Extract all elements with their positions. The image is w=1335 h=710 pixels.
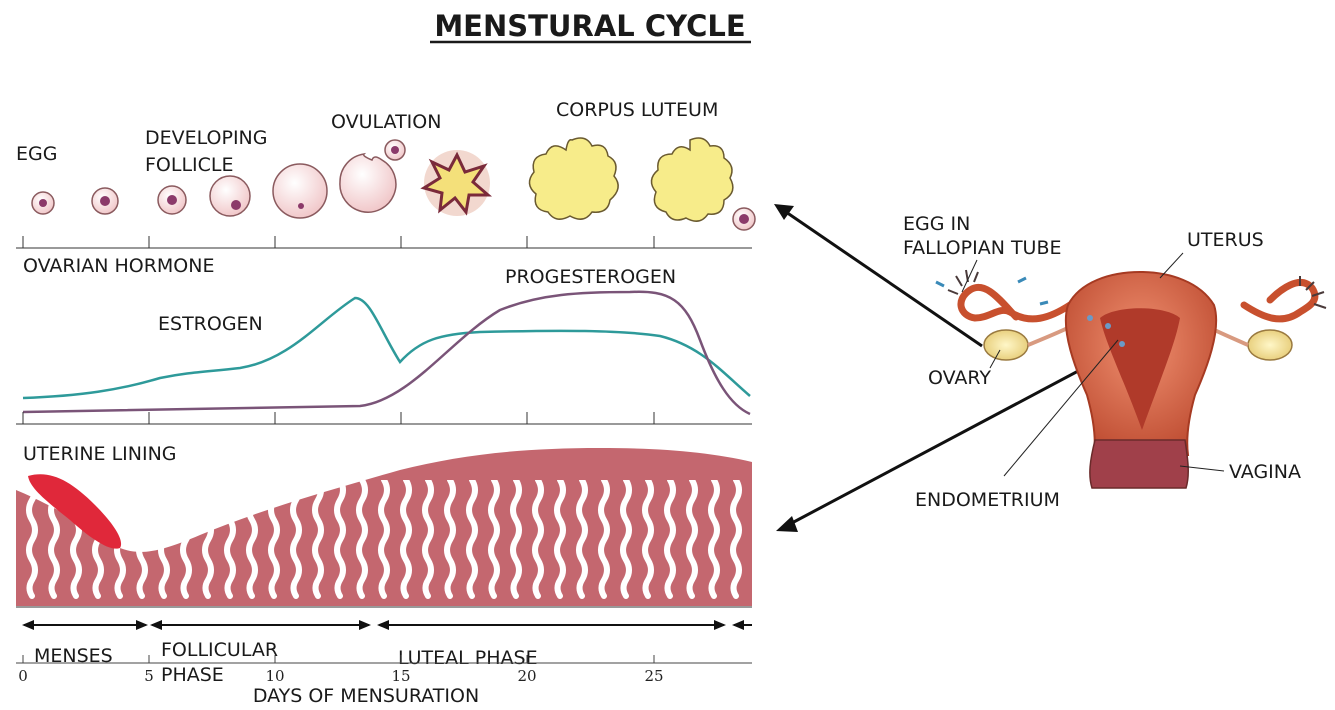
axis-tick-label-25: 25 — [644, 667, 663, 685]
follicle-2-egg — [100, 196, 110, 206]
luteal-arrow-left-head — [377, 620, 389, 630]
label-corpus-luteum: CORPUS LUTEUM — [556, 99, 718, 121]
leader-uterus — [1160, 253, 1183, 278]
egg-in-tube-2 — [1105, 323, 1111, 329]
follicle-4 — [210, 176, 250, 216]
uterine-lining-tissue — [16, 448, 752, 606]
label-estrogen: ESTROGEN — [158, 313, 263, 335]
label-follicle: FOLLICLE — [145, 154, 234, 176]
axis-tick-label-10: 10 — [265, 667, 284, 685]
left-fallopian-tube — [961, 287, 1070, 319]
follicle-5-egg — [298, 203, 304, 209]
corpus-luteum-1 — [529, 138, 618, 219]
label-menses: MENSES — [34, 645, 113, 667]
timeline-ovary — [16, 236, 752, 248]
axis-tick-label-15: 15 — [391, 667, 410, 685]
follicle-1-egg — [39, 199, 47, 207]
timeline-hormone — [16, 412, 752, 424]
right-ovary — [1248, 330, 1292, 360]
menses-arrow-right-head — [136, 620, 148, 630]
follicular-arrow-left-head — [150, 620, 162, 630]
right-fallopian-tube — [1244, 283, 1315, 319]
label-progesterogen: PROGESTEROGEN — [505, 266, 676, 288]
label-egg-in: EGG IN — [903, 213, 970, 235]
label-developing: DEVELOPING — [145, 127, 268, 149]
follicle-sequence — [32, 138, 755, 230]
axis-tick-label-5: 5 — [144, 667, 154, 685]
uterus-illustration — [936, 270, 1326, 488]
label-egg: EGG — [16, 143, 57, 165]
estrogen-curve — [23, 298, 750, 398]
pointer-endometrium-arrowhead — [776, 516, 798, 532]
page-title: MENSTURAL CYCLE — [434, 9, 745, 43]
next-cycle-arrow-head — [732, 620, 744, 630]
label-ovulation: OVULATION — [331, 111, 441, 133]
label-uterine-lining: UTERINE LINING — [23, 443, 177, 465]
label-luteal-phase: LUTEAL PHASE — [398, 647, 538, 669]
follicle-5 — [273, 164, 327, 218]
label-follicular-phase: PHASE — [161, 664, 224, 686]
egg-in-tube-3 — [1119, 341, 1125, 347]
egg-in-tube — [1087, 315, 1093, 321]
phase-arrows — [22, 620, 752, 630]
progesterogen-curve — [23, 292, 750, 414]
label-follicular: FOLLICULAR — [161, 639, 278, 661]
follicle-rupturing — [340, 154, 396, 212]
label-ovary: OVARY — [928, 367, 991, 389]
days-axis: 0 5 10 15 20 25 — [16, 655, 752, 685]
egg-degenerating-core — [739, 214, 749, 224]
axis-tick-label-0: 0 — [18, 667, 28, 685]
axis-tick-label-20: 20 — [517, 667, 536, 685]
follicle-4-egg — [231, 200, 241, 210]
label-fallopian-tube: FALLOPIAN TUBE — [903, 237, 1062, 259]
corpus-luteum-2 — [651, 138, 732, 221]
axis-xlabel: DAYS OF MENSURATION — [253, 685, 479, 707]
pointer-ovary-arrowhead — [774, 204, 794, 220]
label-ovarian-hormone: OVARIAN HORMONE — [23, 255, 214, 277]
follicular-arrow-right-head — [359, 620, 371, 630]
follicle-3-egg — [167, 195, 177, 205]
vagina-shape — [1090, 440, 1188, 488]
menses-arrow-left-head — [22, 620, 34, 630]
released-egg-core — [391, 146, 399, 154]
left-ovary — [984, 330, 1028, 360]
label-uterus: UTERUS — [1187, 229, 1264, 251]
label-vagina: VAGINA — [1229, 461, 1301, 483]
label-endometrium: ENDOMETRIUM — [915, 489, 1060, 511]
luteal-arrow-right-head — [714, 620, 726, 630]
